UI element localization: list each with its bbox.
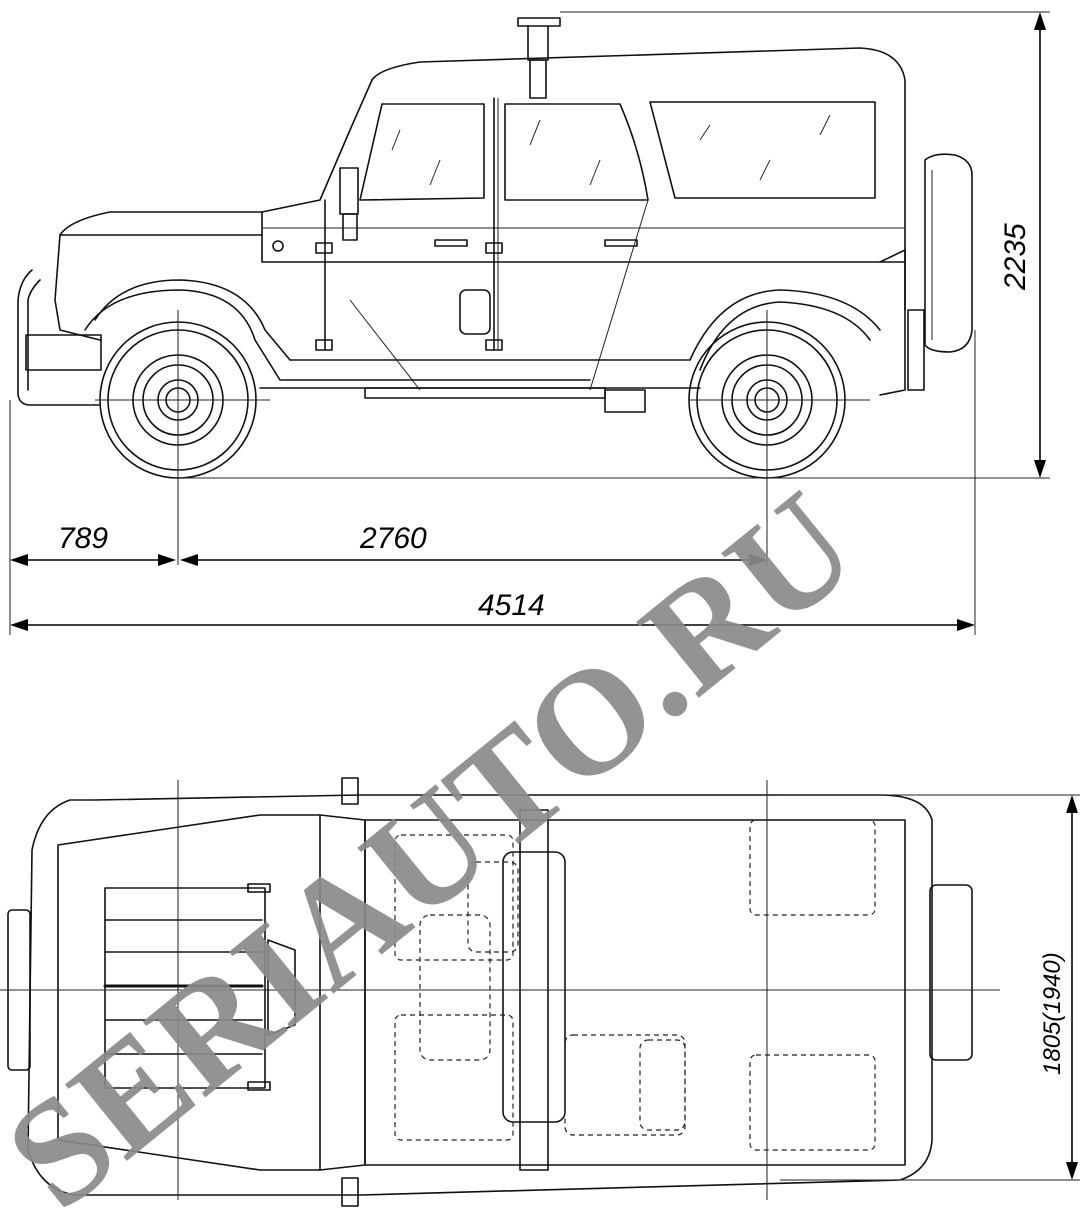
overall-width-label: 1805(1940) [1039,952,1066,1075]
watermark-logo: SERIAUTO.RU [0,460,885,1211]
overall-length-label: 4514 [478,589,545,622]
top-view [0,777,1080,1207]
wheelbase-label: 2760 [359,522,427,555]
side-view [17,17,1050,565]
overall-height-label: 2235 [999,223,1032,291]
front-overhang-label: 789 [58,522,108,555]
top-dimensions [1066,795,1078,1180]
side-dimensions [9,11,1050,635]
